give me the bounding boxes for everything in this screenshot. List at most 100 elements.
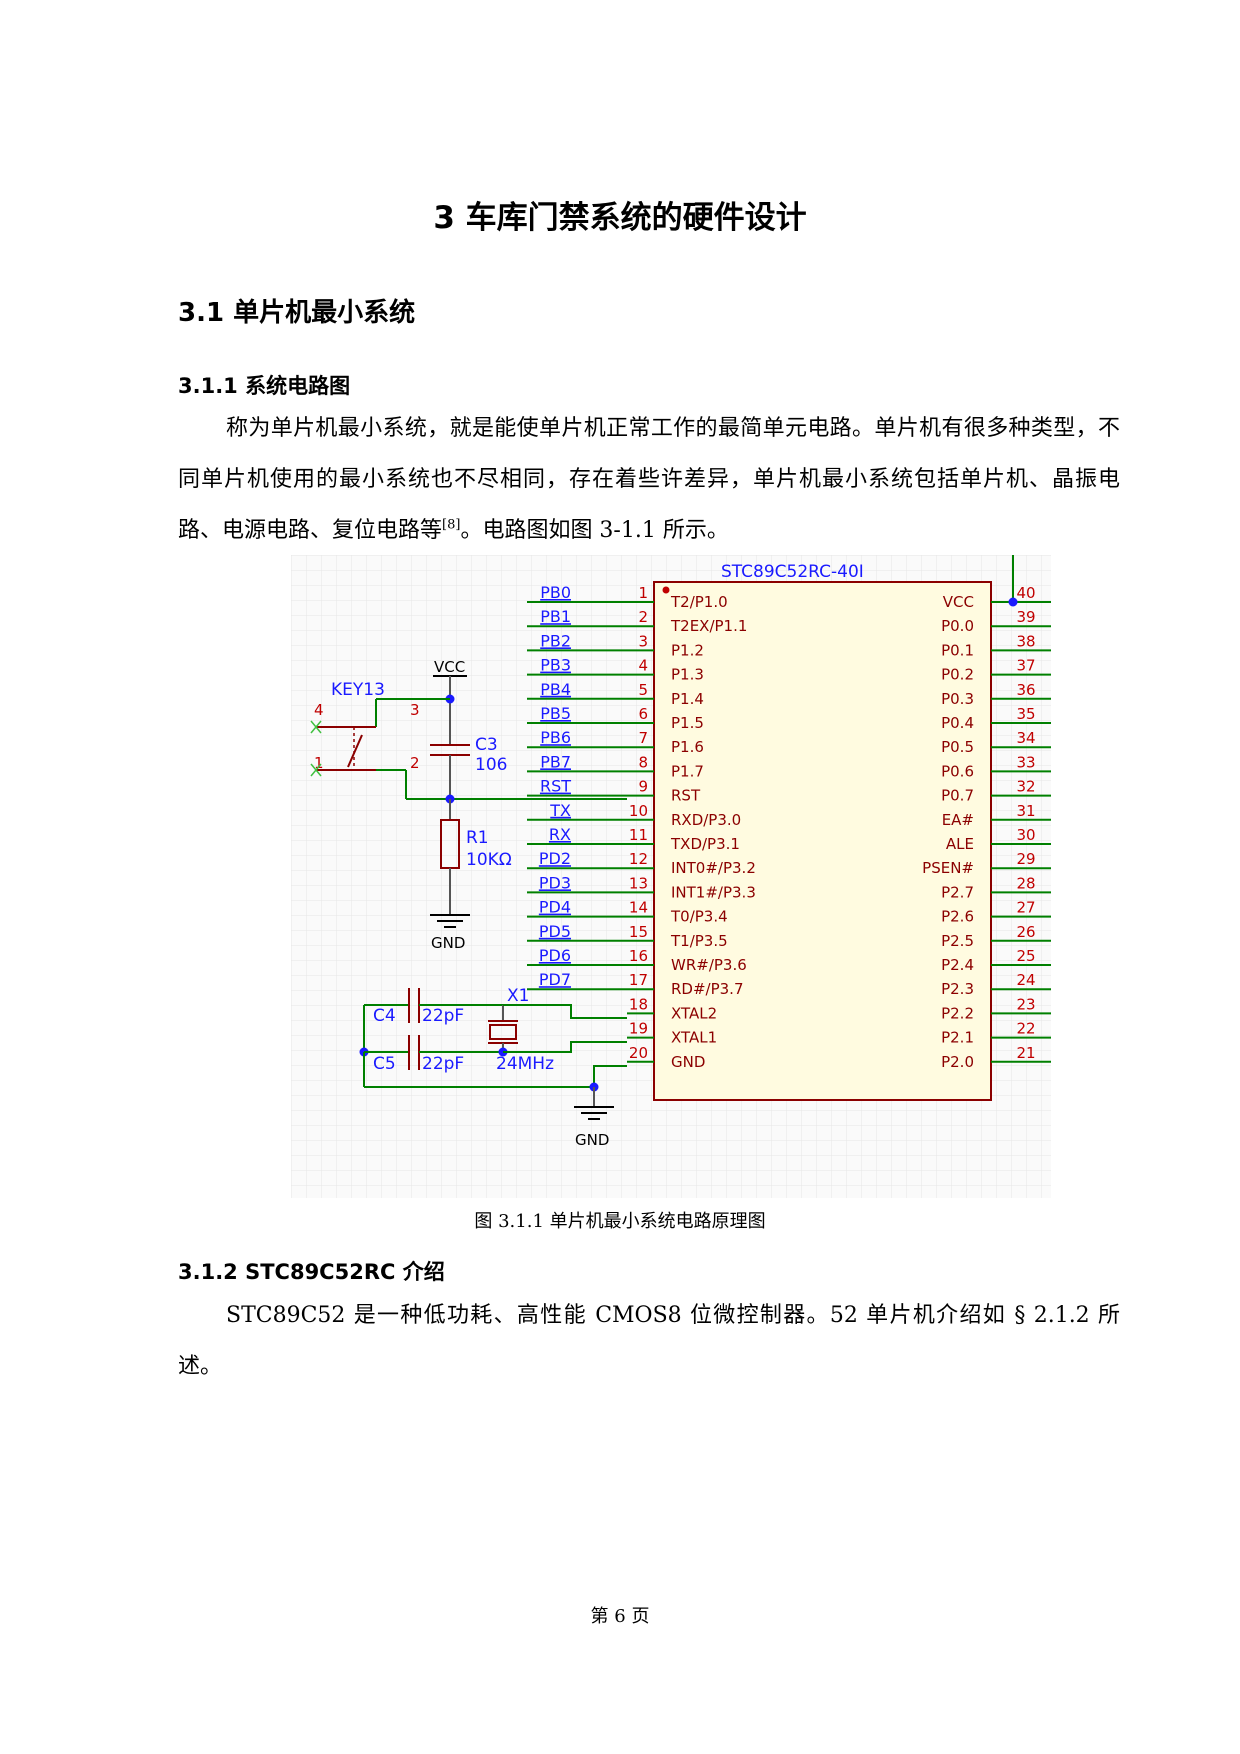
net-label-pb5: PB5 bbox=[540, 704, 571, 723]
pin-number-4: 4 bbox=[638, 657, 648, 675]
pin-name-22: P2.1 bbox=[941, 1029, 974, 1047]
pin-number-25: 25 bbox=[1016, 947, 1035, 965]
pin-name-15: T1/P3.5 bbox=[670, 932, 728, 950]
pin-name-21: P2.0 bbox=[941, 1053, 974, 1071]
pin-name-31: EA# bbox=[942, 811, 974, 829]
figure-caption: 图 3.1.1 单片机最小系统电路原理图 bbox=[474, 1211, 766, 1232]
subsection-title-stc89c52: 3.1.2 STC89C52RC 介绍 bbox=[178, 1260, 445, 1284]
pin-number-36: 36 bbox=[1016, 681, 1035, 699]
key-contact bbox=[347, 734, 363, 768]
pin-number-23: 23 bbox=[1016, 995, 1035, 1013]
gnd-pin-wire bbox=[593, 1065, 627, 1087]
key-pin-1: 1 bbox=[314, 754, 324, 772]
net-label-pd4: PD4 bbox=[539, 898, 571, 917]
net-label-pb2: PB2 bbox=[540, 631, 571, 650]
pin-number-1: 1 bbox=[638, 584, 648, 602]
pin-name-1: T2/P1.0 bbox=[670, 593, 728, 611]
pin-number-20: 20 bbox=[629, 1044, 648, 1062]
paragraph-text-end: 。电路图如图 3-1.1 所示。 bbox=[460, 518, 729, 543]
pin-number-8: 8 bbox=[638, 753, 648, 771]
gnd-label-main: GND bbox=[575, 1131, 609, 1149]
pin-number-21: 21 bbox=[1016, 1044, 1035, 1062]
pin-number-29: 29 bbox=[1016, 850, 1035, 868]
pin-name-16: WR#/P3.6 bbox=[671, 956, 747, 974]
pin-name-9: RST bbox=[671, 787, 701, 805]
pin-name-27: P2.6 bbox=[941, 908, 974, 926]
net-label-rx: RX bbox=[549, 825, 571, 844]
pin-name-14: T0/P3.4 bbox=[670, 908, 728, 926]
r1-name: R1 bbox=[466, 828, 489, 848]
pin-number-10: 10 bbox=[629, 802, 648, 820]
page-number: 第 6 页 bbox=[590, 1606, 650, 1627]
pin-number-11: 11 bbox=[629, 826, 648, 844]
pin-name-33: P0.6 bbox=[941, 762, 974, 780]
pin-number-37: 37 bbox=[1016, 657, 1035, 675]
net-label-pb1: PB1 bbox=[540, 607, 571, 626]
vcc-junction bbox=[1008, 597, 1018, 607]
paragraph-text: 称为单片机最小系统，就是能使单片机正常工作的最简单元电路。单片机有很多种类型，不… bbox=[178, 416, 1120, 543]
net-label-tx: TX bbox=[549, 801, 571, 820]
right-pin-group: 40VCC39P0.038P0.137P0.236P0.335P0.434P0.… bbox=[922, 584, 1051, 1071]
pin-name-8: P1.7 bbox=[671, 762, 704, 780]
net-label-pb6: PB6 bbox=[540, 728, 571, 747]
key-no-connect-marks bbox=[310, 720, 322, 777]
paragraph-minimum-system: 称为单片机最小系统，就是能使单片机正常工作的最简单元电路。单片机有很多种类型，不… bbox=[178, 403, 1120, 556]
pin-number-3: 3 bbox=[638, 632, 648, 650]
vcc-label: VCC bbox=[434, 658, 465, 676]
pin-name-5: P1.4 bbox=[671, 690, 704, 708]
pin-number-26: 26 bbox=[1016, 923, 1035, 941]
pin-name-13: INT1#/P3.3 bbox=[671, 883, 756, 901]
net-label-pd3: PD3 bbox=[539, 873, 571, 892]
c3-value: 106 bbox=[475, 755, 507, 775]
key-name: KEY13 bbox=[331, 680, 385, 700]
pin-number-5: 5 bbox=[638, 681, 648, 699]
mcu-chip-body bbox=[653, 581, 992, 1101]
citation-ref: [8] bbox=[442, 517, 461, 533]
pin-number-19: 19 bbox=[629, 1020, 648, 1038]
pin-number-12: 12 bbox=[629, 850, 648, 868]
key-pin-4: 4 bbox=[314, 701, 324, 719]
net-label-pb3: PB3 bbox=[540, 656, 571, 675]
r1-value: 10KΩ bbox=[466, 850, 512, 870]
net-label-rst: RST bbox=[540, 777, 571, 796]
pin-name-36: P0.3 bbox=[941, 690, 974, 708]
pin-name-38: P0.1 bbox=[941, 641, 974, 659]
pin-number-31: 31 bbox=[1016, 802, 1035, 820]
pin-name-34: P0.5 bbox=[941, 738, 974, 756]
subsection-title-circuit: 3.1.1 系统电路图 bbox=[178, 374, 351, 398]
xtal1-wire bbox=[503, 1041, 627, 1053]
pin-name-24: P2.3 bbox=[941, 980, 974, 998]
chip-name: STC89C52RC-40I bbox=[721, 562, 864, 582]
net-label-pb4: PB4 bbox=[540, 680, 571, 699]
pin-number-7: 7 bbox=[638, 729, 648, 747]
pin-name-2: T2EX/P1.1 bbox=[670, 617, 747, 635]
gnd-label-reset: GND bbox=[431, 934, 465, 952]
net-label-pb0: PB0 bbox=[540, 583, 571, 602]
pin-name-4: P1.3 bbox=[671, 666, 704, 684]
x1-body bbox=[489, 1024, 517, 1040]
pin-name-35: P0.4 bbox=[941, 714, 974, 732]
pin-number-27: 27 bbox=[1016, 899, 1035, 917]
c5-value: 22pF bbox=[422, 1054, 464, 1074]
c4-name: C4 bbox=[373, 1006, 396, 1026]
pin-number-22: 22 bbox=[1016, 1020, 1035, 1038]
key-pin-2: 2 bbox=[410, 754, 420, 772]
pin1-marker bbox=[662, 586, 670, 594]
pin-name-7: P1.6 bbox=[671, 738, 704, 756]
chapter-title: 3 车库门禁系统的硬件设计 bbox=[433, 200, 807, 236]
pin-name-11: TXD/P3.1 bbox=[670, 835, 740, 853]
pin-name-32: P0.7 bbox=[941, 787, 974, 805]
pin-number-14: 14 bbox=[629, 899, 648, 917]
net-label-pd5: PD5 bbox=[539, 922, 571, 941]
pin-name-37: P0.2 bbox=[941, 666, 974, 684]
pin-number-40: 40 bbox=[1016, 584, 1035, 602]
pin-name-20: GND bbox=[671, 1053, 705, 1071]
pin-number-38: 38 bbox=[1016, 632, 1035, 650]
pin-number-30: 30 bbox=[1016, 826, 1035, 844]
net-label-pd7: PD7 bbox=[539, 970, 571, 989]
pin-name-10: RXD/P3.0 bbox=[671, 811, 741, 829]
c4-value: 22pF bbox=[422, 1006, 464, 1026]
pin-name-23: P2.2 bbox=[941, 1004, 974, 1022]
pin-number-35: 35 bbox=[1016, 705, 1035, 723]
